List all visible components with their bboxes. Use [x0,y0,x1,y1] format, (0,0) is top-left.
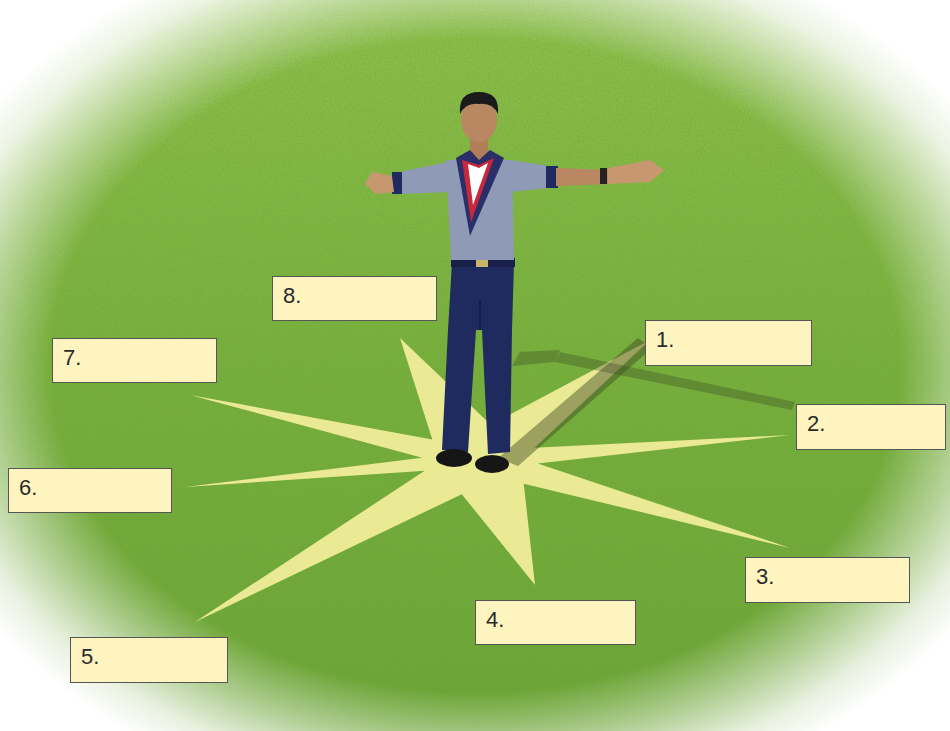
answer-box: 5. [70,637,228,683]
answer-box: 1. [645,320,812,366]
callout-number: 5. [71,638,99,670]
callout-number: 4. [476,601,504,633]
callout-number: 8. [273,277,301,309]
callout-number: 3. [746,558,774,590]
callout-number: 1. [646,321,674,353]
answer-box: 3. [745,557,910,603]
answer-box: 2. [796,404,946,450]
answer-box: 6. [8,468,172,513]
callout-number: 2. [797,405,825,437]
answer-box: 7. [52,338,217,383]
callout-number: 6. [9,469,37,501]
callout-number: 7. [53,339,81,371]
answer-box: 4. [475,600,636,645]
answer-box: 8. [272,276,437,321]
